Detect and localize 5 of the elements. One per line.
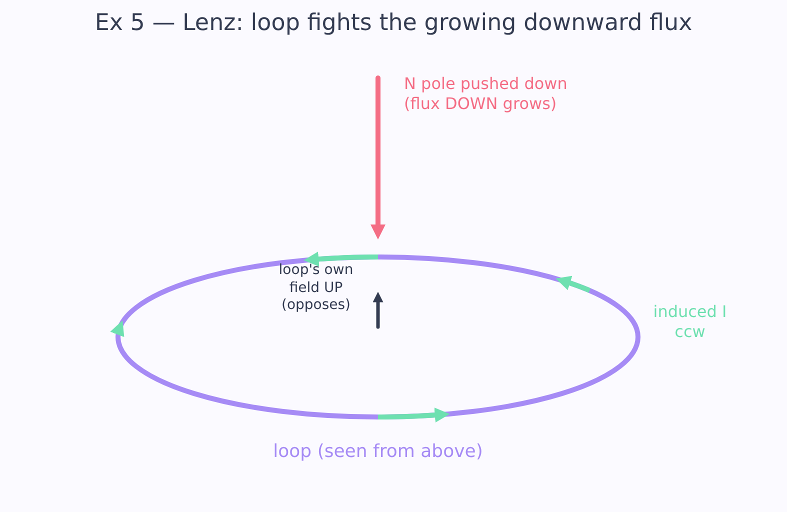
- caption: loop (seen from above): [272, 441, 484, 464]
- annotation: loop's own field UP (opposes): [278, 262, 354, 314]
- annotation: induced I ccw: [652, 302, 728, 342]
- title: Ex 5 — Lenz: loop fights the growing downward flux: [94, 10, 694, 36]
- annotation: N pole pushed down (flux DOWN grows): [404, 74, 568, 114]
